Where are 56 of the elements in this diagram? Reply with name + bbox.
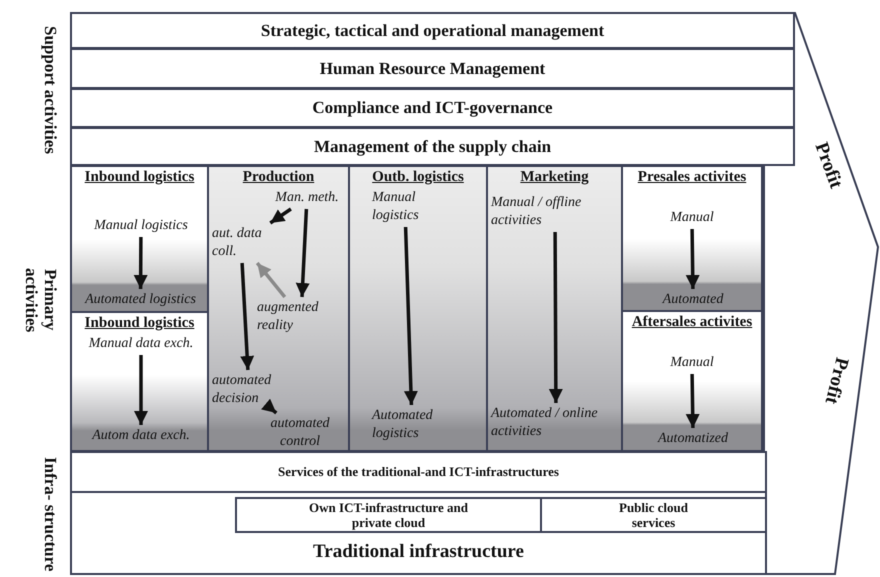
support-activity-band: Compliance and ICT-governance <box>70 88 795 128</box>
arrow <box>240 262 254 370</box>
support-activity-band: Human Resource Management <box>70 48 795 89</box>
stage-label: Automatized <box>628 430 758 448</box>
stage-label: Automated logistics <box>75 291 206 309</box>
stage-label: Automated / online activities <box>491 405 621 441</box>
activity-panel <box>70 311 209 452</box>
infrastructure-band: Services of the traditional-and ICT-infrastructures <box>70 451 767 493</box>
side-label: Infra- structure <box>40 456 60 573</box>
stage-label: automated control <box>257 415 343 451</box>
stage-label: Automated <box>628 291 758 309</box>
stage-label: aut. data coll. <box>212 225 270 261</box>
infrastructure-panel <box>70 491 767 575</box>
infrastructure-heading: Traditional infrastructure <box>312 541 525 563</box>
profit-label: Profit <box>810 140 846 192</box>
activity-panel <box>348 165 488 452</box>
stage-label: Manual logistics <box>372 189 438 225</box>
panel-heading: Inbound logistics <box>84 315 196 332</box>
arrow <box>269 208 292 224</box>
activity-panel <box>70 165 209 313</box>
stage-label: Manual <box>658 354 726 372</box>
arrow <box>134 236 148 290</box>
panel-heading: Presales activites <box>636 169 748 186</box>
panel-heading: Outb. logistics <box>371 169 465 186</box>
stage-label: Manual <box>658 209 726 227</box>
panel-heading: Inbound logistics <box>84 169 196 186</box>
arrow <box>404 226 418 406</box>
panel-heading: Aftersales activites <box>630 314 754 331</box>
support-activity-band: Strategic, tactical and operational management <box>70 12 795 49</box>
stage-label: automated decision <box>212 372 286 408</box>
infrastructure-box: Own ICT-infrastructure and private cloud <box>235 497 542 533</box>
stage-label: augmented reality <box>257 299 345 335</box>
arrow <box>686 374 700 428</box>
activity-panel <box>621 310 763 452</box>
arrow <box>296 208 310 298</box>
side-label: Support activities <box>40 25 60 156</box>
stage-label: Autom data exch. <box>82 427 200 445</box>
activity-panel <box>207 165 350 452</box>
arrow <box>256 262 286 298</box>
stage-label: Man. meth. <box>271 189 343 207</box>
panel-heading: Production <box>242 169 316 186</box>
activity-panel <box>486 165 623 452</box>
stage-label: Manual data exch. <box>76 335 206 353</box>
stage-label: Manual / offline activities <box>491 194 619 230</box>
support-activity-band: Management of the supply chain <box>70 127 795 166</box>
side-label: Primary activities <box>21 266 60 334</box>
panel-heading: Marketing <box>519 169 590 186</box>
arrow <box>261 398 278 414</box>
arrow <box>686 228 700 290</box>
stage-label: Automated logistics <box>372 407 452 443</box>
activity-panel <box>621 165 763 312</box>
stage-label: Manual logistics <box>87 217 195 235</box>
infrastructure-box: Public cloud services <box>540 497 767 533</box>
profit-label: Profit <box>820 355 852 406</box>
arrow <box>134 355 148 425</box>
arrow <box>548 232 563 403</box>
